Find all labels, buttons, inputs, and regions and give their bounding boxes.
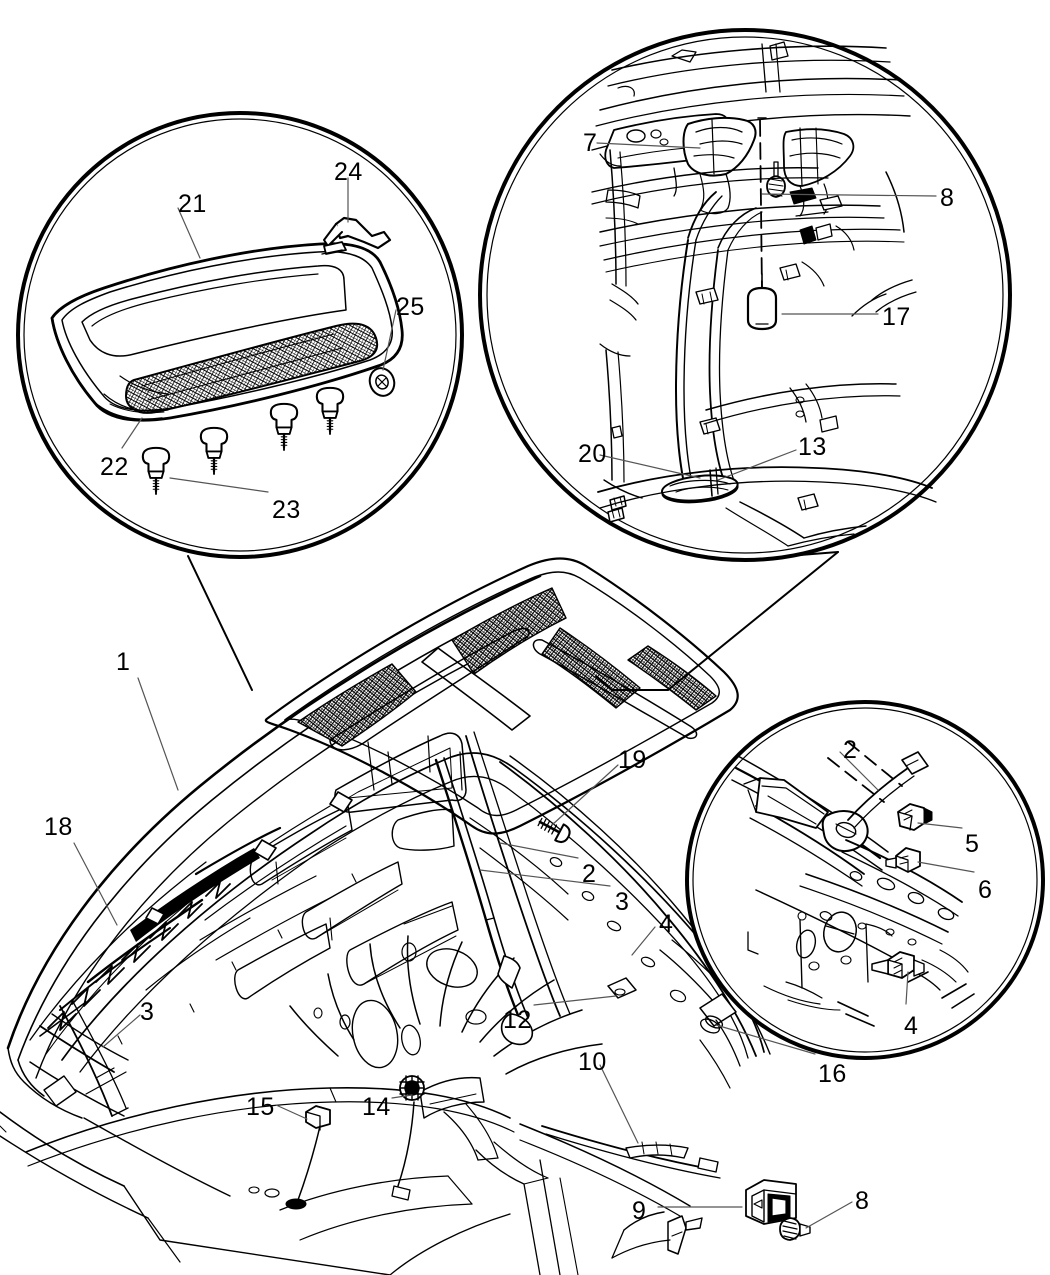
callout-hood-scoop-assembly: 21 — [178, 190, 207, 218]
callout-cable-grommet: 17 — [882, 303, 911, 331]
callout-scoop-grommet: 25 — [396, 293, 425, 321]
callout-hinge-bolt-small: 6 — [978, 876, 993, 904]
leader-line-hinge-bolt-small — [917, 861, 975, 873]
callout-floor-panel-bracket: 20 — [578, 440, 607, 468]
callout-grommet: 14 — [362, 1093, 391, 1121]
leader-line-prop-rod-detail — [839, 751, 879, 791]
callout-hinge-bolt-detail: 4 — [904, 1012, 919, 1040]
leader-line-release-handle-screw — [761, 193, 937, 197]
callout-latch-striker: 16 — [818, 1060, 847, 1088]
leader-line-prop-rod-screw — [551, 764, 619, 826]
callout-hinge-nut: 5 — [965, 830, 980, 858]
leader-line-latch-striker — [715, 1024, 816, 1055]
callout-prop-rod-screw: 19 — [618, 746, 647, 774]
leader-line-latch-screw — [805, 1201, 853, 1229]
leader-line-scoop-push-pin-fasteners — [169, 477, 269, 493]
leader-line-hood-insulation-pad — [73, 842, 118, 926]
callout-scoop-retaining-clip: 24 — [334, 158, 363, 186]
callout-scoop-push-pin-fasteners: 23 — [272, 496, 301, 524]
leader-line-hinge-bolt-detail — [905, 971, 909, 1005]
leader-line-hood-panel — [137, 677, 179, 791]
callout-latch-screw: 8 — [855, 1187, 870, 1215]
callout-hinge-bolt: 4 — [659, 910, 674, 938]
leader-line-floor-panel-bracket — [599, 454, 701, 479]
callout-bumper-stop: 15 — [246, 1093, 275, 1121]
callout-hood-hinge-right: 3 — [615, 888, 630, 916]
leader-line-release-handle — [717, 449, 797, 481]
leader-line-grommet — [391, 1094, 413, 1099]
callout-cable-retainer-clip: 12 — [503, 1006, 532, 1034]
callout-hood-insulation-pad: 18 — [44, 813, 73, 841]
callout-scoop-screen: 22 — [100, 453, 129, 481]
callout-dash-panel-bracket: 7 — [583, 129, 598, 157]
leader-line-dash-panel-bracket — [596, 142, 701, 149]
callout-hood-latch: 9 — [632, 1197, 647, 1225]
callout-hood-release-cable: 10 — [578, 1048, 607, 1076]
leader-line-bumper-stop — [275, 1104, 308, 1120]
callout-release-handle: 13 — [798, 433, 827, 461]
callout-hood-panel: 1 — [116, 648, 131, 676]
leader-line-hinge-bolt — [631, 926, 656, 956]
leader-line-cable-retainer-clip — [533, 995, 617, 1006]
callout-prop-rod-detail: 2 — [843, 736, 858, 764]
leader-line-hood-hinge-left — [102, 1014, 141, 1048]
leader-line-hood-release-cable — [599, 1064, 639, 1144]
callout-release-handle-screw: 8 — [940, 184, 955, 212]
leader-line-hood-scoop-assembly — [177, 207, 201, 259]
leader-line-hinge-nut — [917, 822, 963, 829]
leader-line-hood-prop-rod — [499, 842, 579, 859]
leader-line-hood-hinge-right — [479, 869, 611, 887]
callout-hood-prop-rod: 2 — [582, 860, 597, 888]
callout-hood-hinge-left: 3 — [140, 998, 155, 1026]
leader-line-scoop-screen — [121, 417, 143, 449]
leader-line-scoop-grommet — [382, 309, 397, 371]
